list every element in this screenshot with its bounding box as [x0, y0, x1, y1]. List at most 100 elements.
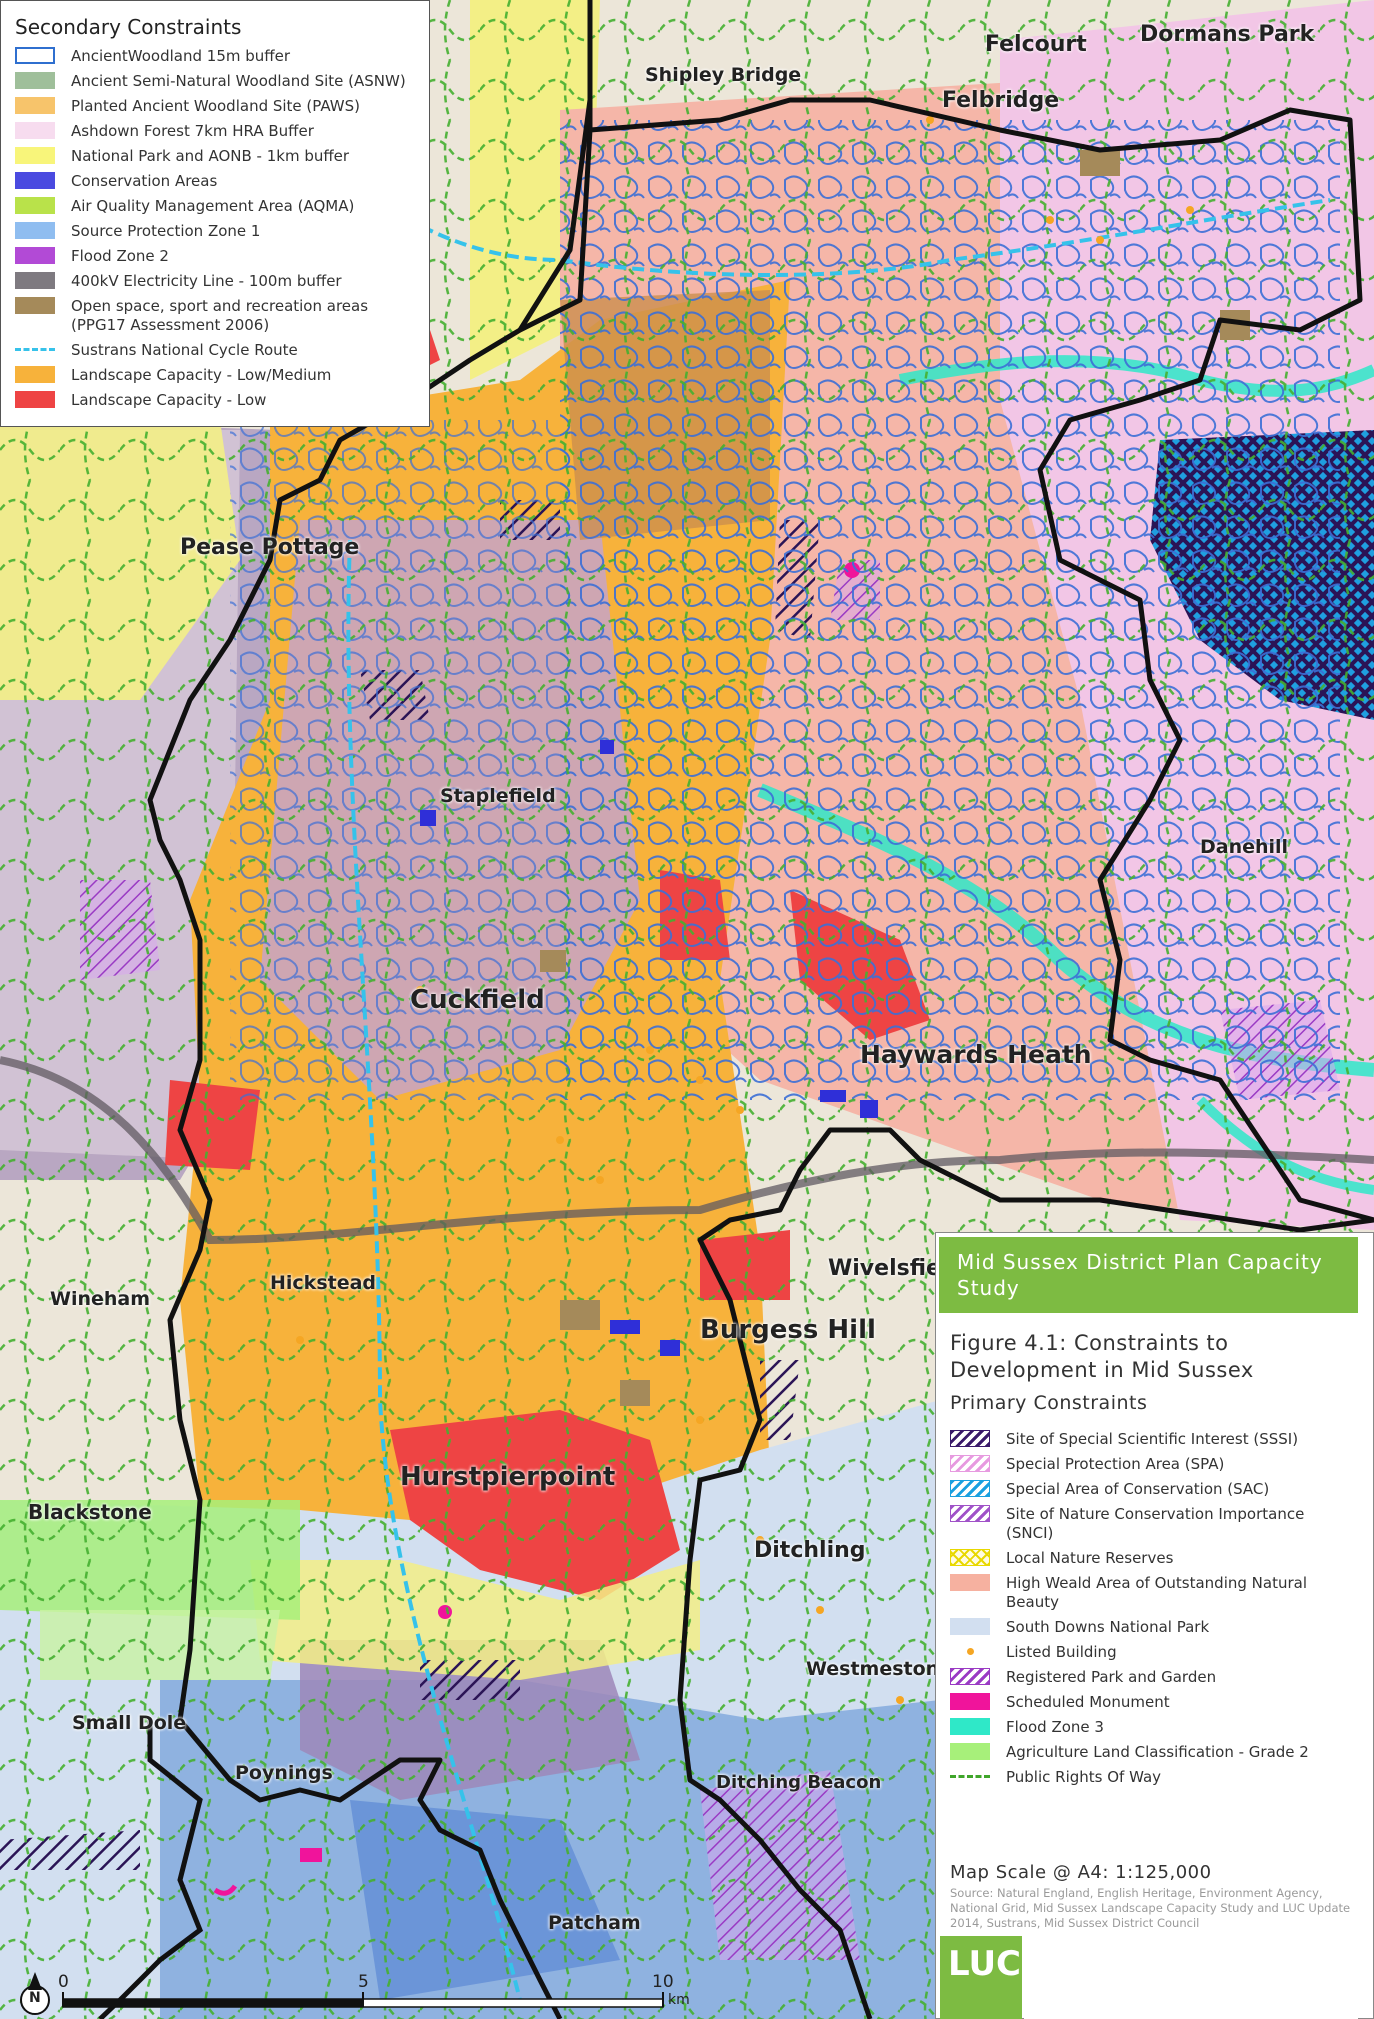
place-label: Blackstone: [28, 1500, 152, 1524]
place-label: Pease Pottage: [180, 535, 360, 560]
legend-item: Landscape Capacity - Low: [15, 391, 419, 410]
study-banner: Mid Sussex District Plan Capacity Study: [939, 1237, 1358, 1313]
primary-legend-title: Primary Constraints: [950, 1392, 1148, 1414]
legend-label: National Park and AONB - 1km buffer: [71, 147, 350, 165]
legend-label: Conservation Areas: [71, 172, 218, 190]
legend-item: 400kV Electricity Line - 100m buffer: [15, 272, 419, 291]
legend-item: High Weald Area of Outstanding Natural B…: [950, 1574, 1355, 1612]
legend-label: Local Nature Reserves: [1006, 1549, 1174, 1567]
scale-unit: km: [668, 1992, 690, 2008]
legend-swatch: [950, 1618, 990, 1635]
legend-item: National Park and AONB - 1km buffer: [15, 147, 419, 166]
legend-item: Open space, sport and recreation areas (…: [15, 297, 419, 335]
legend-label: Agriculture Land Classification - Grade …: [1006, 1743, 1309, 1761]
place-label: Patcham: [548, 1912, 641, 1934]
legend-swatch: [15, 366, 55, 383]
place-label: Hickstead: [270, 1272, 377, 1294]
legend-swatch: [15, 197, 55, 214]
legend-label: Open space, sport and recreation areas (…: [71, 297, 369, 334]
legend-label: 400kV Electricity Line - 100m buffer: [71, 272, 342, 290]
place-label: Westmeston: [806, 1658, 940, 1680]
legend-item: Flood Zone 2: [15, 247, 419, 266]
legend-swatch: [950, 1505, 990, 1522]
legend-swatch: [15, 72, 55, 89]
legend-item: Ancient Semi-Natural Woodland Site (ASNW…: [15, 72, 419, 91]
legend-item: Sustrans National Cycle Route: [15, 341, 419, 360]
legend-swatch: [15, 222, 55, 239]
scale-bar: [62, 1992, 664, 2008]
legend-label: Scheduled Monument: [1006, 1693, 1170, 1711]
legend-swatch: [950, 1768, 990, 1785]
figure-title: Figure 4.1: Constraints to Development i…: [950, 1331, 1254, 1382]
legend-swatch: [950, 1574, 990, 1591]
place-label: Dormans Park: [1140, 22, 1315, 47]
legend-item: Source Protection Zone 1: [15, 222, 419, 241]
place-label: Shipley Bridge: [645, 64, 802, 86]
legend-label: AncientWoodland 15m buffer: [71, 47, 291, 65]
north-arrow-icon: [20, 1972, 50, 2015]
legend-swatch: [15, 172, 55, 189]
legend-item: Registered Park and Garden: [950, 1668, 1355, 1687]
scale-label-0: 0: [58, 1972, 69, 1992]
legend-item: South Downs National Park: [950, 1618, 1355, 1637]
legend-item: Special Area of Conservation (SAC): [950, 1480, 1355, 1499]
place-label: Ditchling: [754, 1538, 866, 1563]
place-label: Danehill: [1200, 836, 1289, 858]
legend-item: AncientWoodland 15m buffer: [15, 47, 419, 66]
luc-logo: LUC: [940, 1936, 1022, 2019]
scale-label-10: 10: [652, 1972, 674, 1992]
legend-swatch: [15, 97, 55, 114]
legend-swatch: [950, 1693, 990, 1710]
legend-label: Landscape Capacity - Low: [71, 391, 267, 409]
legend-label: Special Area of Conservation (SAC): [1006, 1480, 1270, 1498]
legend-label: Site of Nature Conservation Importance (…: [1006, 1505, 1305, 1542]
legend-swatch: [950, 1480, 990, 1497]
legend-label: High Weald Area of Outstanding Natural B…: [1006, 1574, 1307, 1611]
legend-item: Landscape Capacity - Low/Medium: [15, 366, 419, 385]
place-label: Wineham: [50, 1288, 151, 1310]
place-label: Felcourt: [985, 32, 1087, 57]
study-panel: [935, 1232, 1374, 2019]
secondary-legend: Secondary Constraints AncientWoodland 15…: [0, 0, 430, 427]
north-label: N: [29, 1990, 41, 2006]
legend-label: Ashdown Forest 7km HRA Buffer: [71, 122, 314, 140]
legend-swatch: [950, 1643, 990, 1660]
legend-item: Planted Ancient Woodland Site (PAWS): [15, 97, 419, 116]
legend-swatch: [15, 341, 55, 358]
legend-swatch: [950, 1549, 990, 1566]
legend-label: South Downs National Park: [1006, 1618, 1210, 1636]
legend-label: Public Rights Of Way: [1006, 1768, 1162, 1786]
place-label: Felbridge: [942, 88, 1060, 113]
legend-label: Source Protection Zone 1: [71, 222, 261, 240]
legend-label: Special Protection Area (SPA): [1006, 1455, 1225, 1473]
place-label: Staplefield: [440, 785, 556, 807]
legend-label: Registered Park and Garden: [1006, 1668, 1217, 1686]
primary-legend-list: Site of Special Scientific Interest (SSS…: [950, 1430, 1355, 1793]
secondary-legend-title: Secondary Constraints: [15, 15, 242, 39]
legend-swatch: [950, 1430, 990, 1447]
legend-label: Sustrans National Cycle Route: [71, 341, 298, 359]
legend-swatch: [15, 272, 55, 289]
legend-swatch: [15, 247, 55, 264]
legend-swatch: [15, 122, 55, 139]
legend-swatch: [950, 1718, 990, 1735]
legend-label: Listed Building: [1006, 1643, 1117, 1661]
place-label: Burgess Hill: [700, 1315, 876, 1345]
legend-item: Flood Zone 3: [950, 1718, 1355, 1737]
legend-item: Conservation Areas: [15, 172, 419, 191]
map-scale: Map Scale @ A4: 1:125,000: [950, 1862, 1212, 1883]
place-label: Cuckfield: [410, 985, 545, 1015]
legend-label: Air Quality Management Area (AQMA): [71, 197, 355, 215]
legend-item: Ashdown Forest 7km HRA Buffer: [15, 122, 419, 141]
legend-swatch: [15, 147, 55, 164]
logo-strip: [1024, 1936, 1358, 2019]
place-label: Haywards Heath: [860, 1040, 1092, 1069]
legend-label: Site of Special Scientific Interest (SSS…: [1006, 1430, 1299, 1448]
legend-swatch: [15, 297, 55, 314]
legend-item: Scheduled Monument: [950, 1693, 1355, 1712]
legend-label: Ancient Semi-Natural Woodland Site (ASNW…: [71, 72, 406, 90]
legend-label: Landscape Capacity - Low/Medium: [71, 366, 332, 384]
legend-item: Public Rights Of Way: [950, 1768, 1355, 1787]
